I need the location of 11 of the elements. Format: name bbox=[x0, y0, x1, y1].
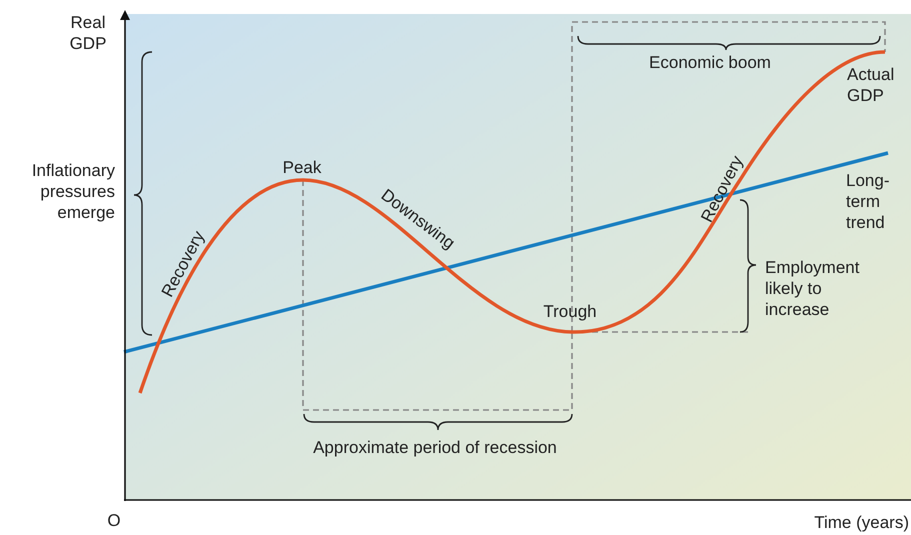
series-label: Actual GDP bbox=[847, 64, 896, 106]
annotation: Economic boom bbox=[648, 52, 772, 73]
series-label: Long-term trend bbox=[846, 170, 890, 233]
annotation: Inflationary pressures emerge bbox=[30, 160, 115, 223]
axis-label: O bbox=[106, 510, 122, 531]
annotation: Approximate period of recession bbox=[312, 437, 558, 458]
phase-label: Peak bbox=[282, 157, 322, 178]
phase-label: Trough bbox=[542, 301, 598, 322]
annotation: Employment likely to increase bbox=[765, 257, 860, 320]
axis-label: Time (years) bbox=[813, 512, 909, 533]
axis-label: Real GDP bbox=[68, 12, 108, 54]
